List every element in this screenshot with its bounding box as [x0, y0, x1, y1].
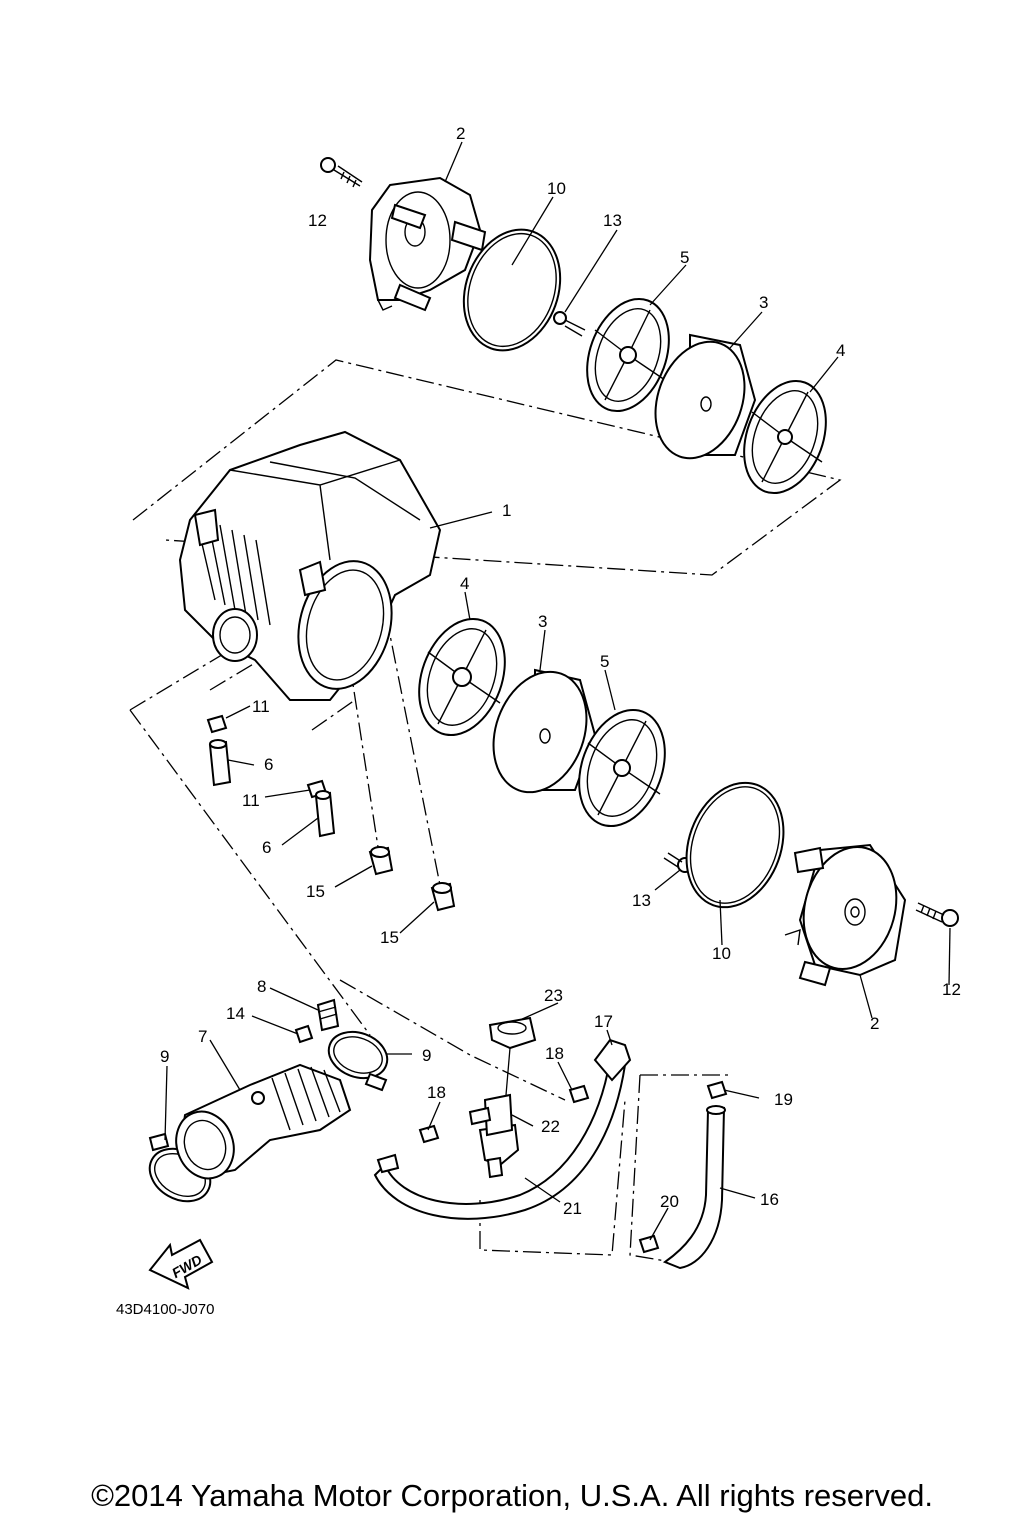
drain-clip-part-11-upper: [206, 714, 228, 734]
filter-cage-part-4-top: [743, 379, 827, 495]
filter-cage-part-5-top: [586, 297, 670, 413]
callout-7: 7: [198, 1027, 207, 1046]
callout-2-top: 2: [456, 124, 465, 143]
callout-10-top: 10: [547, 179, 566, 198]
fastener-part-15-right: [430, 882, 456, 912]
screw-part-12-right: [915, 902, 959, 927]
drain-hose-part-16: [662, 1105, 726, 1270]
assembly-phantom-lines: [129, 359, 842, 1266]
cover-part-2-right: [784, 843, 907, 987]
callout-15-right: 15: [380, 928, 399, 947]
clip-part-20: [638, 1234, 660, 1254]
callout-12-right: 12: [942, 980, 961, 999]
air-cleaner-case-part-1: [178, 430, 442, 701]
callout-9-right: 9: [422, 1046, 431, 1065]
callout-19: 19: [774, 1090, 793, 1109]
cover-part-2-top: [368, 176, 487, 312]
callout-13-top: 13: [603, 211, 622, 230]
fitting-part-8: [316, 998, 340, 1032]
clamp-part-23: [488, 1016, 537, 1050]
callout-17: 17: [594, 1012, 613, 1031]
hose-clamp-part-9-right: [327, 1030, 389, 1092]
callout-4-middle: 4: [460, 574, 469, 593]
callout-10-middle: 10: [712, 944, 731, 963]
callout-3-top: 3: [759, 293, 768, 312]
forward-direction-arrow: FWD: [148, 1238, 214, 1290]
callout-3-middle: 3: [538, 612, 547, 631]
callout-8: 8: [257, 977, 266, 996]
callout-11-lower: 11: [242, 791, 260, 810]
screw-part-12-top: [320, 157, 363, 188]
drain-plug-part-6-upper: [208, 739, 232, 787]
callout-6-upper: 6: [264, 755, 273, 774]
callout-4-top: 4: [836, 341, 845, 360]
drain-plug-part-6-lower: [314, 790, 336, 838]
callout-21: 21: [563, 1199, 582, 1218]
callout-2-right: 2: [870, 1014, 879, 1033]
callout-5-top: 5: [680, 248, 689, 267]
callout-22: 22: [541, 1117, 560, 1136]
callout-14: 14: [226, 1004, 245, 1023]
o-ring-part-10-middle: [685, 781, 785, 909]
callout-18-left: 18: [427, 1083, 446, 1102]
filter-cage-part-4-middle: [418, 617, 506, 737]
callout-23: 23: [544, 986, 563, 1005]
fastener-part-15-left: [368, 846, 394, 876]
callout-13-middle: 13: [632, 891, 651, 910]
callout-1: 1: [502, 501, 511, 520]
callout-leader-lines: [164, 141, 951, 1241]
check-valve-part-22: [468, 1093, 520, 1179]
callout-18-right: 18: [545, 1044, 564, 1063]
callout-20: 20: [660, 1192, 679, 1211]
foam-element-part-3-top: [654, 333, 757, 460]
o-ring-part-10-top: [462, 228, 562, 352]
callout-6-lower: 6: [262, 838, 271, 857]
hose-part-17: [593, 1038, 632, 1082]
callout-15-left: 15: [306, 882, 325, 901]
clip-part-19: [706, 1080, 728, 1100]
callout-numbers: 2 12 10 13 5 3 4 1 4 3 5 11 6 11 6 15 15…: [160, 124, 961, 1218]
copyright-notice: ©2014 Yamaha Motor Corporation, U.S.A. A…: [91, 1478, 933, 1513]
callout-12-top: 12: [308, 211, 327, 230]
intake-joint-part-7: [175, 1063, 352, 1180]
callout-16: 16: [760, 1190, 779, 1209]
callout-5-middle: 5: [600, 652, 609, 671]
screw-part-13-top: [553, 311, 586, 337]
filter-cage-part-5-middle: [578, 708, 666, 828]
drawing-code: 43D4100-J070: [116, 1301, 214, 1318]
clip-part-14: [294, 1024, 314, 1044]
callout-9-left: 9: [160, 1047, 169, 1066]
clip-part-18-right: [568, 1084, 590, 1104]
callout-11-upper: 11: [252, 697, 270, 716]
